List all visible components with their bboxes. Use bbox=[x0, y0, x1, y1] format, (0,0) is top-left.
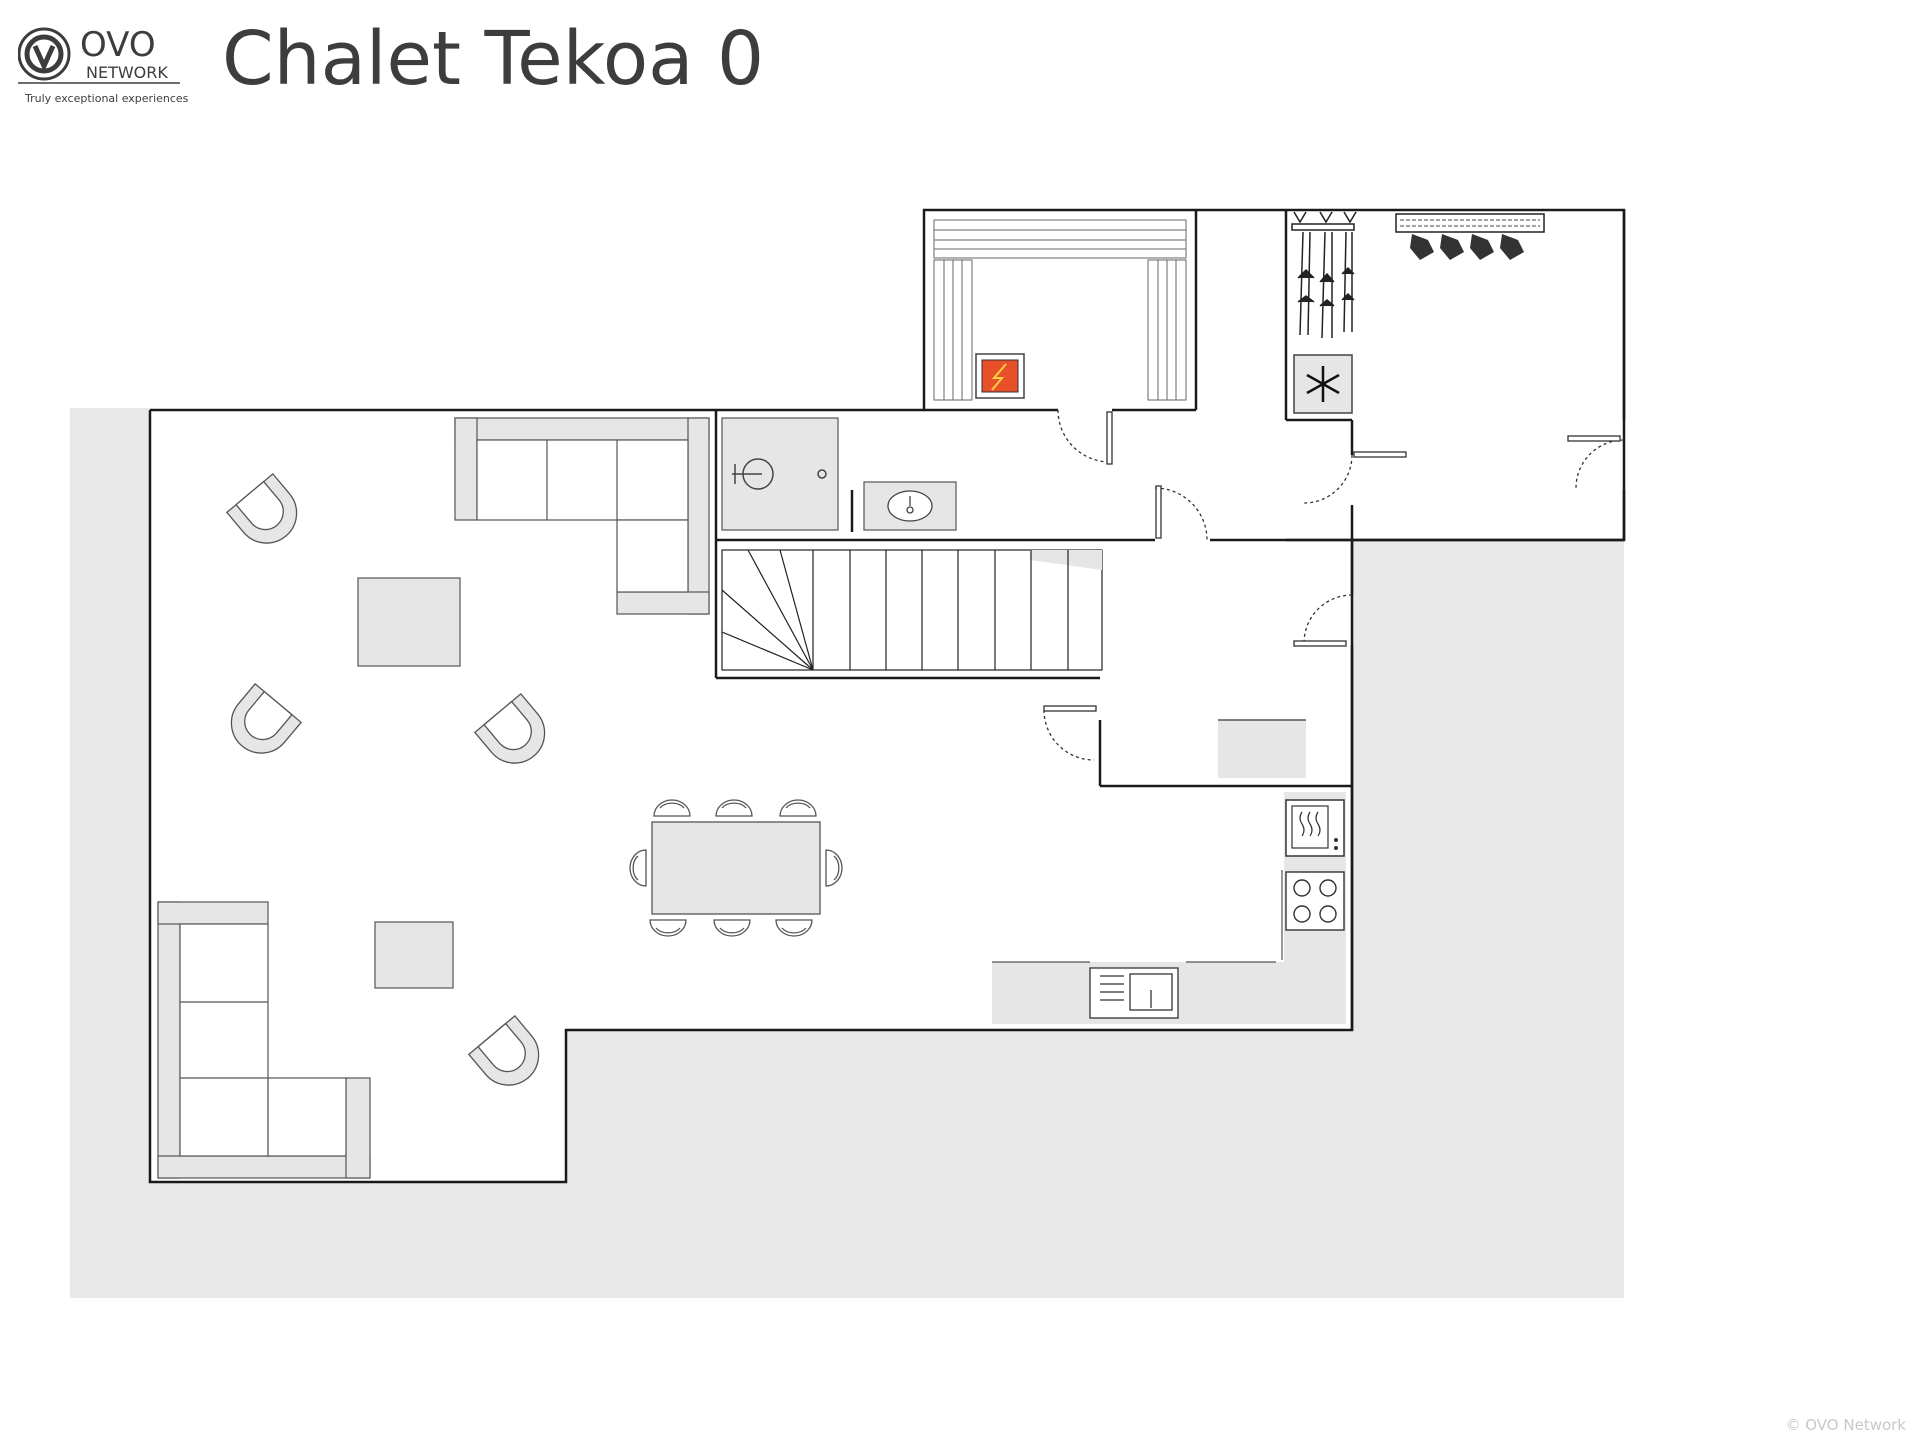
snowflake-icon bbox=[1306, 366, 1340, 402]
microwave-icon bbox=[1285, 799, 1345, 857]
side-table bbox=[374, 921, 454, 989]
cooktop-icon bbox=[1285, 871, 1345, 931]
kitchen bbox=[992, 792, 1346, 1024]
coffee-table bbox=[357, 577, 461, 667]
armchair bbox=[230, 682, 303, 754]
sofa-bottom bbox=[157, 901, 371, 1179]
shower-icon bbox=[732, 458, 827, 490]
shower bbox=[721, 417, 839, 531]
sauna bbox=[933, 219, 1187, 401]
door-leaves bbox=[1043, 411, 1621, 712]
ovo-logo-icon: OVO NETWORK Truly exceptional experience… bbox=[17, 25, 189, 105]
logo-brand-text: OVO bbox=[80, 25, 156, 65]
sauna-heater-icon bbox=[975, 353, 1025, 399]
stairs bbox=[721, 549, 1103, 671]
freezer bbox=[1293, 354, 1353, 414]
logo-network-text: NETWORK bbox=[86, 63, 168, 82]
boot-dryer-icon bbox=[1395, 213, 1545, 260]
copyright: © OVO Network bbox=[1785, 1416, 1906, 1434]
armchair bbox=[473, 692, 546, 764]
armchairs bbox=[225, 472, 546, 1086]
sofa-top bbox=[454, 417, 710, 615]
outdoor-area bbox=[70, 408, 1624, 1298]
armchair bbox=[467, 1014, 540, 1086]
ski-rack-icon bbox=[1291, 211, 1357, 339]
sink-icon bbox=[887, 490, 933, 522]
walls bbox=[148, 208, 1626, 1184]
ovo-logo: OVO NETWORK Truly exceptional experience… bbox=[17, 22, 189, 114]
logo-tagline-text: Truly exceptional experiences bbox=[24, 92, 188, 105]
armchair bbox=[225, 472, 298, 544]
page-title: Chalet Tekoa 0 bbox=[222, 16, 765, 102]
kitchen-sink-icon bbox=[1089, 967, 1179, 1019]
hall-cupboard bbox=[1218, 720, 1306, 778]
bathroom-sink bbox=[863, 481, 957, 531]
dining-set bbox=[629, 799, 843, 937]
